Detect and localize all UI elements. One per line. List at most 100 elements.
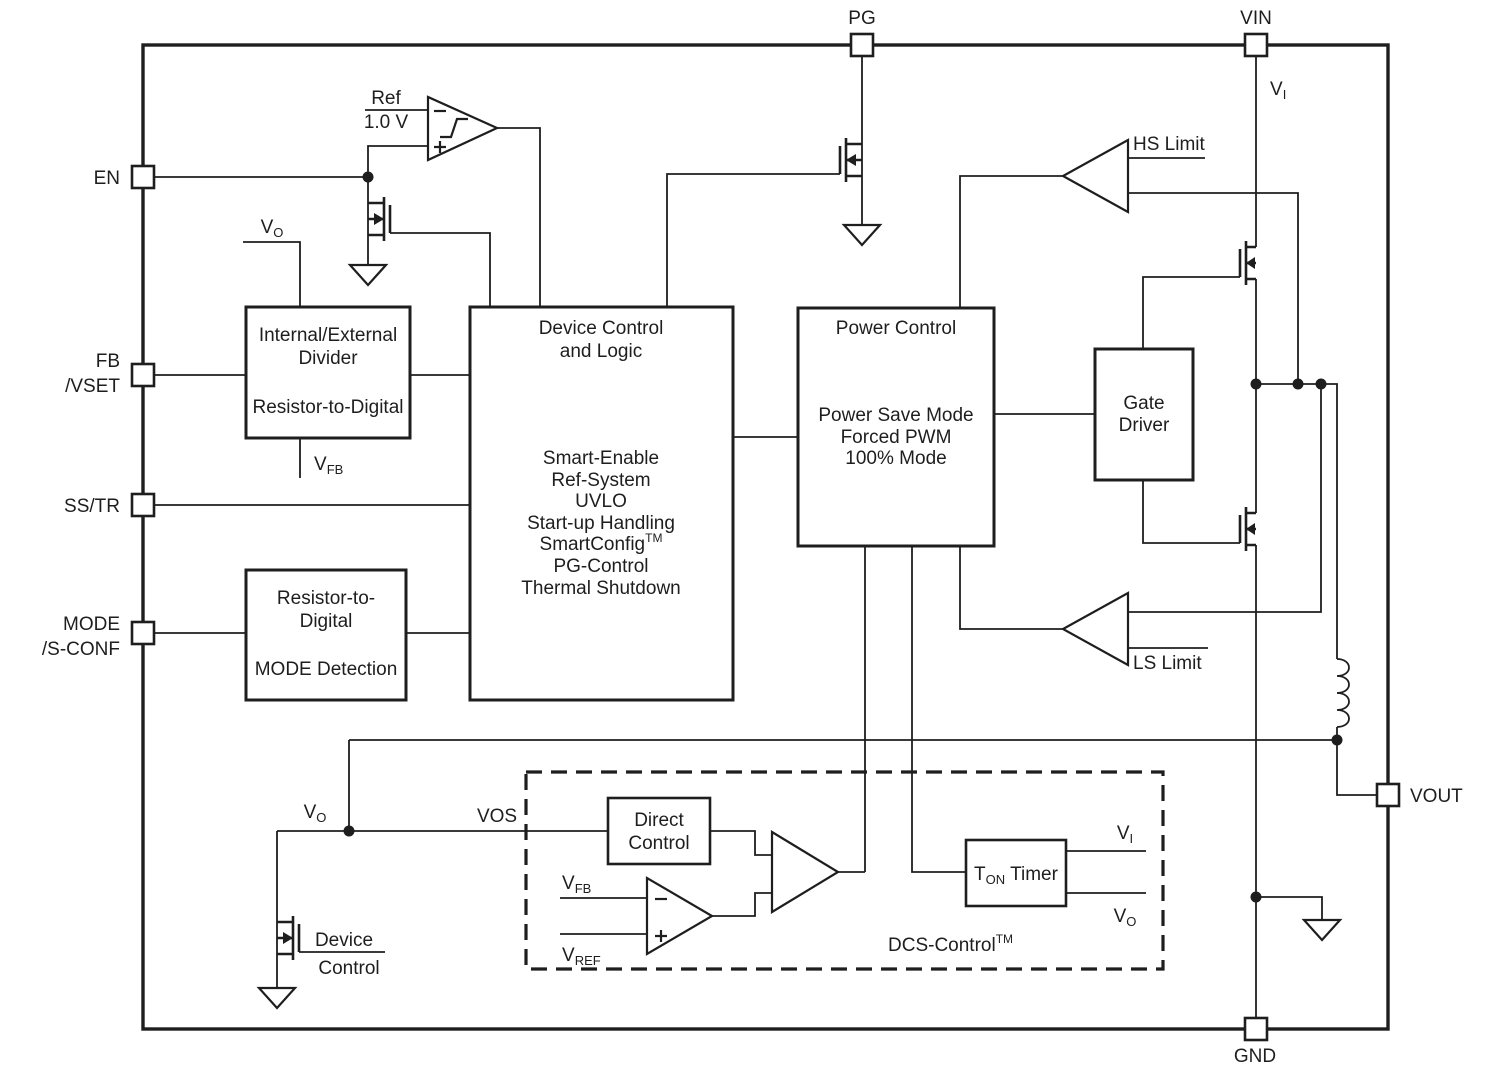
pin-label-sstr: SS/TR [64, 496, 120, 517]
direct-control-block [606, 796, 712, 866]
ton-input-wire [911, 546, 966, 873]
power-control-block [796, 306, 996, 548]
error-comparator-plus-icon [655, 930, 667, 942]
dcl-item-0: Smart-Enable [543, 448, 659, 469]
direct-line2: Control [628, 833, 689, 854]
chip-outline [141, 43, 1390, 1031]
switch-node-dot-2 [1292, 378, 1304, 390]
wires-middle [733, 413, 1095, 873]
pin-label-pg: PG [848, 8, 875, 29]
en-mosfet [347, 177, 491, 307]
ground-icon-pg [841, 223, 883, 247]
device-gate-label-2: Control [318, 958, 379, 979]
ls-limit-comparator [959, 384, 1322, 667]
vout-wire [1336, 727, 1377, 796]
pin-label-gnd: GND [1234, 1046, 1276, 1067]
dcl-item-2: UVLO [575, 491, 627, 512]
ls-sense-wire [1128, 384, 1322, 613]
en-mosfet-gate-wire [390, 232, 491, 307]
discharge-mosfet [256, 831, 385, 1010]
dcl-item-6: Thermal Shutdown [521, 578, 680, 599]
ground-icon-main [1301, 918, 1343, 942]
gate-driver-line2: Driver [1119, 415, 1170, 436]
vout-sense-dot [1331, 734, 1343, 746]
ground-icon-discharge [256, 986, 298, 1010]
divider-line3: Resistor-to-Digital [253, 397, 404, 418]
gnd-node-dot [1250, 891, 1262, 903]
dcs-internals [560, 830, 1146, 956]
dcl-item-3: Start-up Handling [527, 513, 675, 534]
divider-line2: Divider [298, 348, 358, 369]
mode-line3: MODE Detection [255, 659, 398, 680]
block-texts: Internal/External Divider Resistor-to-Di… [253, 318, 1170, 887]
pin-vin [1243, 32, 1269, 58]
pin-label-vout: VOUT [1410, 786, 1463, 807]
pg-mosfet-gate-wire [666, 173, 840, 307]
device-gate-label-1: Device [315, 930, 373, 951]
inductor-icon [1336, 658, 1350, 728]
vo-label-timer: VO [1114, 906, 1137, 929]
signal-labels: VI VO Ref 1.0 V VFB HS Limit LS Limit VO… [261, 79, 1287, 979]
dcl-item-4: SmartConfigTM [540, 531, 663, 555]
en-comparator-plus-wire [367, 145, 428, 177]
gnd-branch-wire [1256, 896, 1323, 920]
ls-mosfet-gate-wire [1142, 480, 1240, 544]
power-title: Power Control [836, 318, 956, 339]
ls-mosfet-body-arrow-icon [1246, 523, 1255, 535]
pin-labels: EN FB /VSET SS/TR MODE /S-CONF PG VIN VO… [42, 8, 1463, 1067]
power-line2: Forced PWM [841, 427, 952, 448]
vo-node-dot [343, 825, 355, 837]
divider-line1: Internal/External [259, 325, 397, 346]
pg-mosfet-body-arrow-icon [846, 154, 856, 166]
vfb-label-divider: VFB [314, 454, 343, 477]
high-side-mosfet [1142, 56, 1257, 384]
dcs-control-label: DCS-ControlTM [888, 932, 1013, 956]
junction-dots [343, 171, 1343, 903]
device-control-logic-block [468, 305, 735, 702]
vo-label-node: VO [304, 802, 327, 825]
dcs-control-boundary [524, 770, 1165, 971]
switch-node-and-output [277, 383, 1377, 942]
gate-driver-line1: Gate [1123, 393, 1164, 414]
mode-line1: Resistor-to- [277, 588, 375, 609]
pin-label-vset: /VSET [65, 376, 120, 397]
error-comparator-triangle [645, 876, 715, 956]
pin-label-mode: MODE [63, 614, 120, 635]
summing-amp-triangle [770, 830, 841, 914]
hs-limit-comparator [959, 138, 1299, 384]
hs-limit-label: HS Limit [1133, 134, 1206, 155]
pin-label-fb: FB [96, 351, 120, 372]
vi-label-top: VI [1270, 79, 1286, 102]
gate-driver-block [1093, 347, 1195, 482]
hs-output-wire [959, 175, 1063, 308]
mode-block [244, 568, 408, 702]
low-side-mosfet [1142, 384, 1257, 1018]
vo-label-top: VO [261, 217, 284, 240]
package-pins [130, 32, 1401, 1042]
pin-vout [1375, 782, 1401, 808]
vref-label-comparator: VREF [562, 945, 601, 968]
direct-control-output-wire [710, 830, 772, 856]
pin-label-sconf: /S-CONF [42, 639, 120, 660]
vfb-label-comparator: VFB [562, 873, 591, 896]
ref-value-label: 1.0 V [364, 112, 409, 133]
hs-comparator-triangle [1060, 138, 1130, 214]
error-comparator-output-wire [712, 892, 772, 917]
vi-label-timer: VI [1117, 823, 1133, 846]
dcl-title-2: and Logic [560, 341, 642, 362]
divider-block [244, 305, 412, 440]
dcl-item-1: Ref-System [551, 470, 650, 491]
ton-timer-block [964, 838, 1068, 908]
power-line3: 100% Mode [845, 448, 946, 469]
ref-comparator-output-wire [497, 127, 541, 307]
pin-gnd [1243, 1016, 1269, 1042]
ground-icon-en [347, 263, 389, 287]
switch-node-dot-1 [1250, 378, 1262, 390]
en-mosfet-body-arrow-icon [374, 213, 384, 225]
vos-label: VOS [477, 806, 517, 827]
ls-limit-label: LS Limit [1133, 653, 1202, 674]
dcl-item-5: PG-Control [553, 556, 648, 577]
pin-ss-tr [130, 492, 156, 518]
pin-mode-sconf [130, 620, 156, 646]
